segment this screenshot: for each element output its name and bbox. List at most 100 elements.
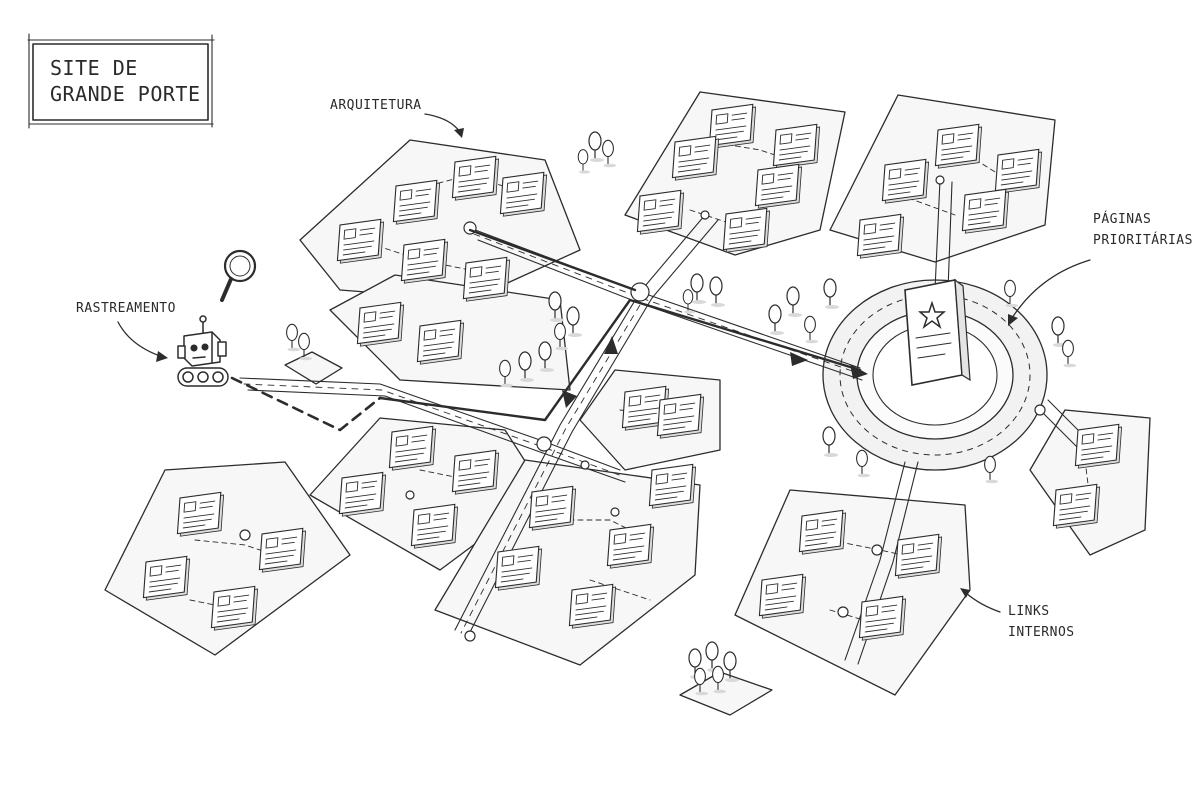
page-icon xyxy=(621,385,670,431)
page-icon xyxy=(338,471,387,517)
tree-icon xyxy=(822,426,838,457)
crawl-arrow-mid-east xyxy=(790,352,808,366)
tree-icon xyxy=(984,455,999,484)
internal-link-roads xyxy=(239,179,1091,665)
page-icon xyxy=(142,555,191,601)
page-icon xyxy=(708,103,757,149)
callout-crawling: RASTREAMENTO xyxy=(76,301,176,362)
tree-icon xyxy=(538,341,554,372)
link-junctions xyxy=(239,175,1046,642)
page-icon xyxy=(754,163,803,209)
tree-icon xyxy=(856,449,871,478)
tree-icon xyxy=(566,306,582,337)
callout-priority-pages: PÁGINAS PRIORITÁRIAS xyxy=(1008,211,1193,326)
priority-page-monument xyxy=(904,278,971,386)
page-icon xyxy=(462,256,511,302)
callout-architecture: ARQUITETURA xyxy=(330,98,464,138)
title-line-2: GRANDE PORTE xyxy=(50,82,201,106)
block-west xyxy=(104,461,351,656)
tree-icon xyxy=(712,665,727,694)
tree-icon xyxy=(602,139,617,168)
page-icon xyxy=(881,158,930,204)
block-park-1 xyxy=(284,351,343,385)
crawl-path xyxy=(230,228,868,432)
tree-icon xyxy=(548,291,564,322)
tree-icon xyxy=(1062,339,1077,368)
label-architecture: ARQUITETURA xyxy=(330,98,422,113)
block-south xyxy=(434,459,701,666)
page-icon xyxy=(451,449,500,495)
label-links-line-2: INTERNOS xyxy=(1008,625,1075,640)
page-icon xyxy=(176,491,225,537)
page-icon xyxy=(1074,423,1123,469)
page-icon xyxy=(499,171,548,217)
page-icon xyxy=(856,213,905,259)
tree-icon xyxy=(786,286,802,317)
magnifier-icon xyxy=(220,249,257,302)
page-icon xyxy=(400,238,449,284)
page-icon xyxy=(961,188,1010,234)
page-icon xyxy=(258,527,307,573)
page-sheets xyxy=(142,103,1123,641)
page-icon xyxy=(798,509,847,555)
star-icon xyxy=(917,300,947,330)
page-icon xyxy=(416,319,465,365)
title-box: SITE DE GRANDE PORTE xyxy=(27,33,215,129)
page-icon xyxy=(528,485,577,531)
crawl-arrow-east xyxy=(850,364,868,379)
tree-icon xyxy=(577,149,591,174)
crawl-route-dashed xyxy=(230,376,382,432)
tree-icon xyxy=(682,289,696,314)
page-icon xyxy=(671,135,720,181)
label-crawling: RASTREAMENTO xyxy=(76,301,176,316)
tree-icon xyxy=(286,323,301,352)
robot-crawler-icon xyxy=(177,315,229,387)
page-icon xyxy=(648,463,697,509)
crawl-route-north xyxy=(468,228,637,292)
label-links-line-1: LINKS xyxy=(1008,604,1050,619)
tree-icon xyxy=(298,332,313,361)
page-icon xyxy=(934,123,983,169)
tree-icon xyxy=(588,131,604,162)
page-icon xyxy=(568,583,617,629)
tree-icon xyxy=(723,651,739,682)
page-icon xyxy=(994,148,1043,194)
page-icon xyxy=(210,585,259,631)
page-icon xyxy=(388,425,437,471)
page-icon xyxy=(392,179,441,225)
page-icon xyxy=(894,533,943,579)
page-icon xyxy=(656,393,705,439)
tree-icon xyxy=(1004,279,1019,308)
page-icon xyxy=(636,189,685,235)
page-icon xyxy=(722,207,771,253)
tree-icon xyxy=(694,667,709,696)
crawl-route-main xyxy=(378,298,862,422)
page-icon xyxy=(772,123,821,169)
tree-icon xyxy=(554,322,569,351)
title-line-1: SITE DE xyxy=(50,56,138,80)
page-icon xyxy=(336,218,385,264)
tree-icon xyxy=(823,278,839,309)
title-frame xyxy=(32,43,209,121)
crawl-arrow-north xyxy=(604,336,618,354)
tree-icon xyxy=(768,304,784,335)
tree-icon xyxy=(518,351,534,382)
label-priority-line-1: PÁGINAS xyxy=(1093,211,1151,227)
page-icon xyxy=(451,155,500,201)
callout-internal-links: LINKS INTERNOS xyxy=(960,588,1075,640)
page-icon xyxy=(494,545,543,591)
page-icon xyxy=(410,503,459,549)
page-icon xyxy=(758,573,807,619)
tree-icon xyxy=(499,359,514,388)
trees xyxy=(286,131,1077,696)
page-icon xyxy=(1052,483,1101,529)
page-icon xyxy=(606,523,655,569)
page-icon xyxy=(858,595,907,641)
tree-icon xyxy=(804,315,819,344)
tree-icon xyxy=(690,273,706,304)
label-priority-line-2: PRIORITÁRIAS xyxy=(1093,232,1193,248)
crawl-arrow-south xyxy=(562,390,577,408)
tree-icon xyxy=(709,276,725,307)
page-icon xyxy=(356,301,405,347)
